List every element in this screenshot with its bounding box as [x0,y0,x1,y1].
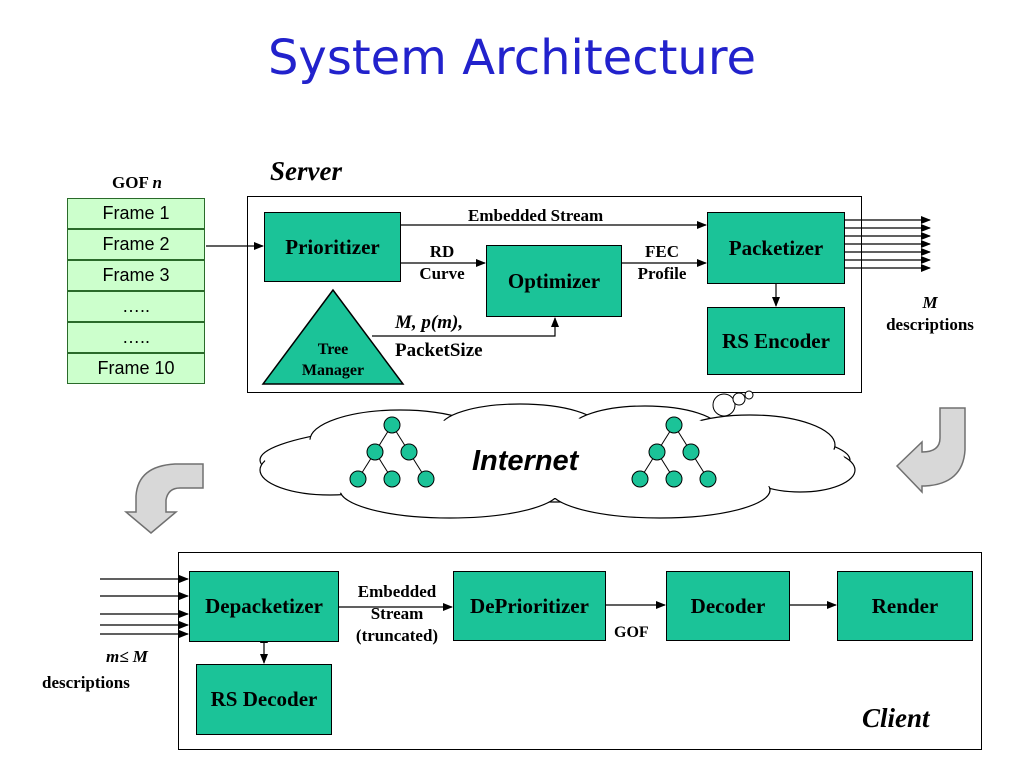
tree-manager-label: Tree Manager [283,339,383,381]
m-description-arrows [845,216,931,272]
gof-label: GOF n [100,172,174,194]
frame-row: ….. [67,291,205,322]
frame-row: ….. [67,322,205,353]
packet-size-label: PacketSize [395,340,483,361]
frame-row: Frame 1 [67,198,205,229]
m-le-m-label: m≤ M [106,647,148,666]
depacketizer-box: Depacketizer [189,571,339,642]
client-panel [178,552,982,750]
m-pm-label: M, p(m), [395,312,464,333]
tree-manager-line: Manager [301,362,365,379]
fec-profile-label: FEC Profile [622,241,702,285]
embedded-stream-label: Embedded Stream [468,206,604,225]
server-panel [247,196,862,393]
rd-curve-label: RD Curve [404,241,480,285]
tree-manager-shape [261,288,405,385]
frame-row: Frame 10 [67,353,205,384]
tree-manager-line: Tree [317,341,349,358]
truncated-line: Stream [370,604,424,623]
curved-arrow-icon-left [123,463,204,534]
truncated-line: (truncated) [355,626,439,645]
tree-icon-right [631,416,717,488]
optimizer-box: Optimizer [486,245,622,317]
rs-encoder-box: RS Encoder [707,307,845,375]
decoder-box: Decoder [666,571,790,641]
packetizer-box: Packetizer [707,212,845,284]
embedded-stream-truncated-label: Embedded Stream (truncated) [337,581,457,647]
tree-icon-left [349,416,435,488]
curved-arrow-icon-right [895,407,966,494]
frame-row: Frame 2 [67,229,205,260]
deprioritizer-box: DePrioritizer [453,571,606,641]
client-input-arrows [100,575,189,638]
rd-curve-line: Curve [419,264,465,283]
m-descriptions-text: descriptions [886,315,974,334]
client-descriptions-label: descriptions [42,673,130,692]
page-title: System Architecture [267,30,757,86]
m-descriptions-label: M descriptions [868,292,992,336]
internet-label: Internet [472,445,579,477]
rs-decoder-box: RS Decoder [196,664,332,735]
frame-row: Frame 3 [67,260,205,291]
gof-var: n [152,173,162,192]
prioritizer-box: Prioritizer [264,212,401,282]
client-label: Client [862,703,930,733]
fec-profile-line: FEC [645,242,679,261]
render-box: Render [837,571,973,641]
gof-label-text: GOF [112,173,149,192]
tree-to-optimizer-arrow [372,317,559,337]
m-descriptions-var: M [922,293,938,312]
server-label: Server [270,156,342,186]
truncated-line: Embedded [357,582,437,601]
gof-edge-label: GOF [614,624,649,641]
rd-curve-line: RD [429,242,455,261]
fec-profile-line: Profile [637,264,687,283]
